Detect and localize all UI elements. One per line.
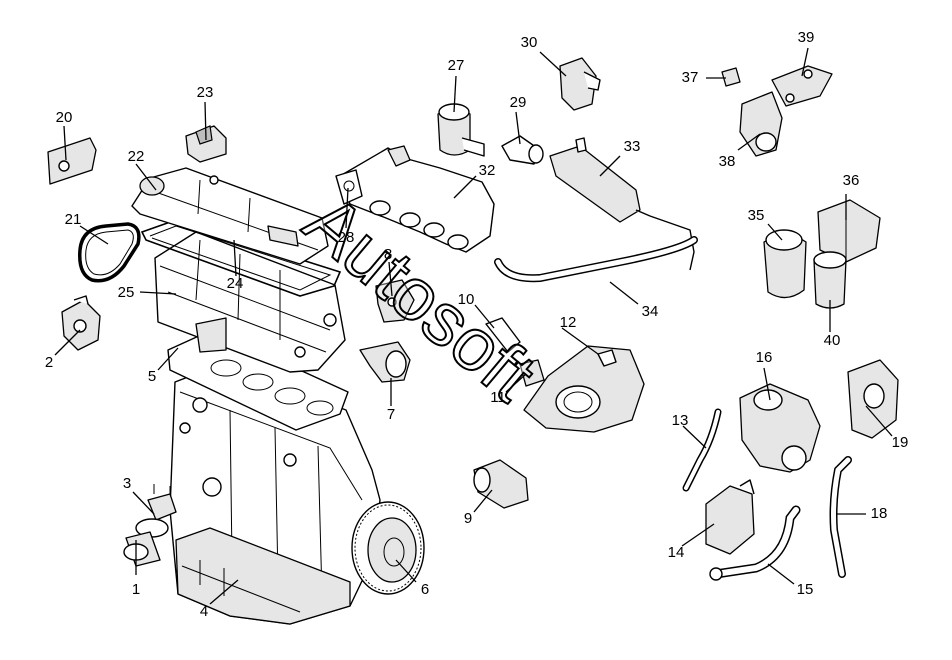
sensor-30: [559, 57, 601, 111]
callout-14: 14: [668, 544, 685, 561]
thermostat-housing: [523, 345, 645, 433]
callout-21: 21: [65, 211, 82, 228]
callout-27: 27: [448, 57, 465, 74]
connector-29: [501, 135, 544, 165]
callout-13: 13: [672, 412, 689, 429]
callout-3: 3: [123, 475, 131, 492]
callout-9: 9: [464, 510, 472, 527]
part-14: [705, 479, 755, 555]
cylinder-head: [154, 231, 346, 373]
callout-6: 6: [421, 581, 429, 598]
callout-38: 38: [719, 153, 736, 170]
callout-22: 22: [128, 148, 145, 165]
flywheel: [351, 501, 425, 595]
callout-12: 12: [560, 314, 577, 331]
callout-5: 5: [148, 368, 156, 385]
callout-28: 28: [338, 229, 355, 246]
callout-33: 33: [624, 138, 641, 155]
callout-19: 19: [892, 434, 909, 451]
callout-16: 16: [756, 349, 773, 366]
callout-15: 15: [797, 581, 814, 598]
callout-11: 11: [490, 389, 506, 406]
egr-valve: [437, 103, 485, 157]
hose-18: [829, 456, 852, 578]
callout-numbers: 1 2 3 4 5 6 7 8 9 10 11 12 13 14 15 16 1…: [45, 29, 909, 620]
callout-25: 25: [118, 284, 135, 301]
sensor-10: [485, 317, 521, 353]
callout-30: 30: [521, 34, 538, 51]
callout-37: 37: [682, 69, 699, 86]
callout-20: 20: [56, 109, 73, 126]
bracket-8: [375, 279, 415, 323]
callout-8: 8: [384, 246, 392, 263]
timing-belt: [78, 222, 141, 283]
callout-40: 40: [824, 332, 841, 349]
reservoir: [763, 229, 807, 299]
hose-13: [682, 408, 722, 492]
coolant-pipe-34: [494, 236, 698, 283]
part-19: [847, 359, 899, 439]
callout-39: 39: [798, 29, 815, 46]
nut-37: [721, 67, 741, 87]
pipe-15: [709, 505, 801, 581]
sensor-11: [519, 359, 545, 387]
water-pump: [739, 383, 821, 473]
callout-24: 24: [227, 275, 244, 292]
callout-34: 34: [642, 303, 659, 320]
leader-lines: [54, 47, 893, 605]
callout-35: 35: [748, 207, 765, 224]
manifold-gasket: [335, 169, 363, 205]
callout-4: 4: [200, 603, 208, 620]
part-7: [359, 341, 411, 383]
callout-32: 32: [479, 162, 496, 179]
callout-23: 23: [197, 84, 214, 101]
coolant-pipe-33: [549, 137, 695, 271]
callout-7: 7: [387, 406, 395, 423]
part-9: [473, 459, 529, 509]
valve-cover: [131, 167, 329, 265]
callout-36: 36: [843, 172, 860, 189]
sensor-23: [185, 125, 227, 163]
callout-2: 2: [45, 354, 53, 371]
exhaust-manifold: [339, 145, 495, 253]
filter-40: [813, 251, 847, 309]
oil-filter-1: [123, 518, 169, 567]
head-gasket: [167, 329, 349, 431]
engine-mount-2: [61, 295, 101, 351]
engine-block: [169, 363, 381, 625]
mount-38: [739, 91, 783, 157]
bracket-20: [47, 137, 97, 185]
callout-10: 10: [458, 291, 475, 308]
callout-1: 1: [132, 581, 140, 598]
callout-29: 29: [510, 94, 527, 111]
bracket-39: [771, 65, 833, 107]
callout-18: 18: [871, 505, 888, 522]
